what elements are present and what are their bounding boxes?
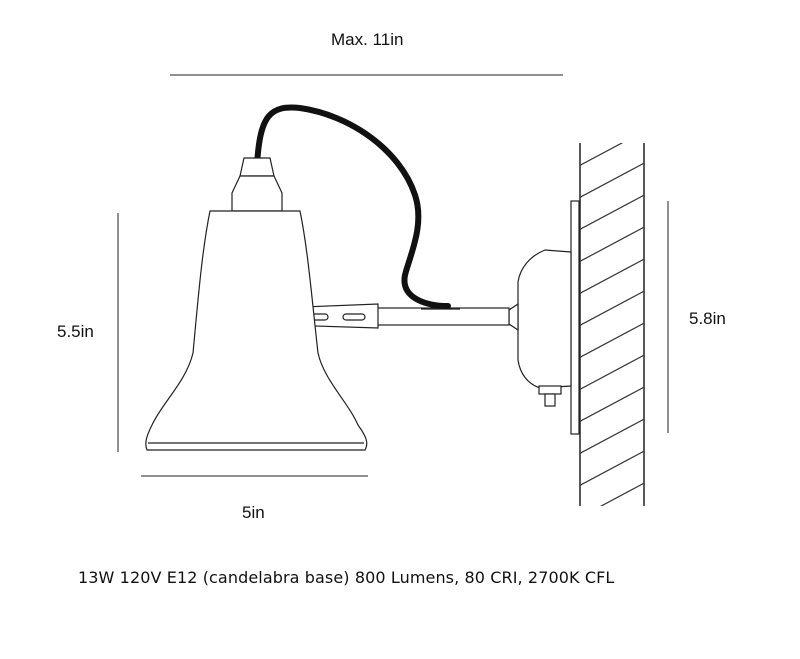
power-cable (254, 104, 451, 309)
wall-mount (517, 249, 572, 407)
shade-height-label: 5.5in (57, 322, 94, 341)
max-width-label: Max. 11in (331, 30, 404, 49)
wall-plate (570, 200, 580, 435)
bulb-spec-text: 13W 120V E12 (candelabra base) 800 Lumen… (78, 568, 615, 587)
shade-width-label: 5in (242, 503, 265, 522)
mount-height-label: 5.8in (689, 309, 726, 328)
lamp-shade (145, 157, 368, 451)
wall (579, 143, 645, 506)
